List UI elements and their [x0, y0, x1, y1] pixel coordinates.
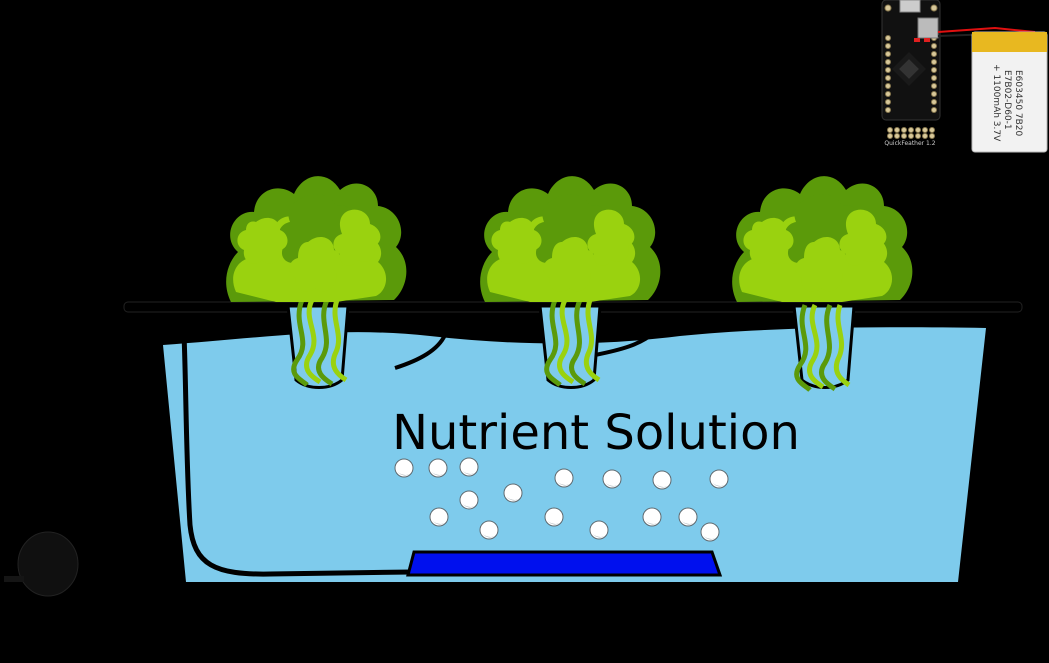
red-wire [937, 26, 1036, 33]
bubble [503, 483, 523, 503]
battery-line-2: E7B02-D60-1 [1002, 70, 1012, 130]
bubble [429, 507, 449, 527]
bubble [459, 490, 479, 510]
lettuce-1 [226, 176, 407, 302]
water [163, 327, 986, 582]
tube-inside [181, 334, 413, 577]
lettuce-3 [732, 176, 913, 302]
battery-line-3: + 1100mAh 3.7V [991, 64, 1001, 142]
wire-2 [594, 330, 657, 357]
bubble [428, 458, 448, 478]
air-stone [406, 550, 723, 577]
quickfeather-board: QuickFeather 1.2 [881, 0, 941, 147]
bubble [394, 458, 414, 478]
bubble [700, 522, 720, 542]
solution-label: Nutrient Solution [392, 405, 800, 461]
air-pump [4, 531, 79, 597]
bubble [652, 470, 672, 490]
bubble [602, 469, 622, 489]
bubble [554, 468, 574, 488]
battery-line-1: E603450 7B20 [1013, 70, 1023, 137]
bubble [479, 520, 499, 540]
lettuce-2 [480, 176, 661, 302]
lipo-battery: E603450 7B20 E7B02-D60-1 + 1100mAh 3.7V [971, 31, 1048, 153]
wire-1 [394, 334, 447, 370]
bubble [642, 507, 662, 527]
bubble [459, 457, 479, 477]
bubble [589, 520, 609, 540]
bubble [544, 507, 564, 527]
board-label: QuickFeather 1.2 [884, 140, 935, 147]
bubble [709, 469, 729, 489]
bubble [678, 507, 698, 527]
